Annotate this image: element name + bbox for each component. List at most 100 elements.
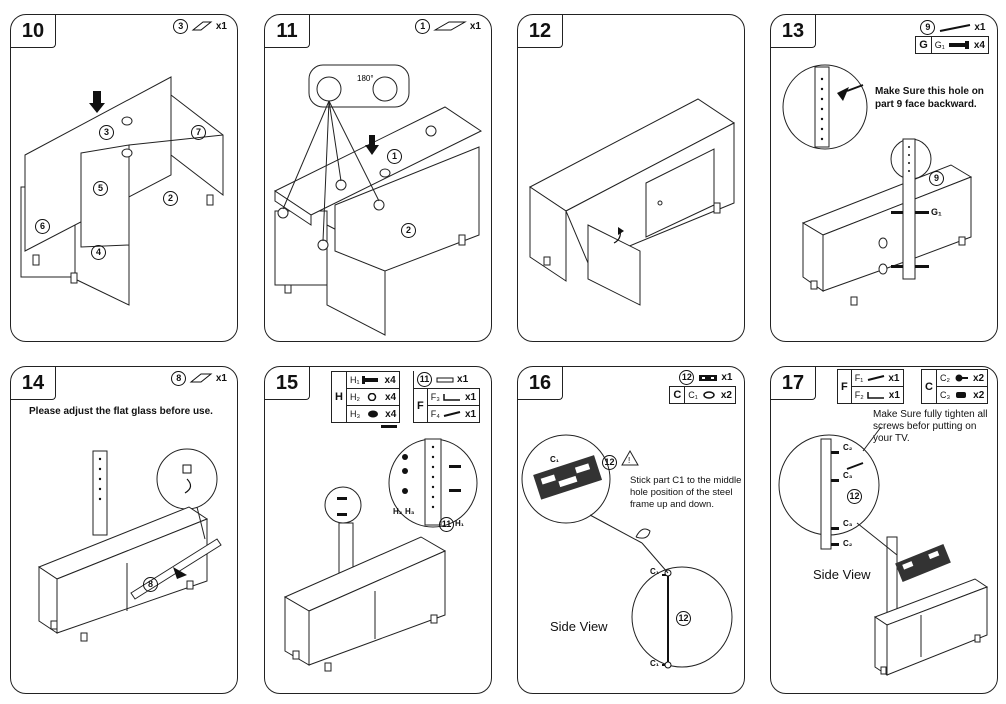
hardware-code: C₃ xyxy=(939,389,951,400)
bracket-icon xyxy=(436,377,454,383)
step-16-panel: 16 12 x1 C C₁ x2 ! C₁ 12 xyxy=(517,366,745,694)
hardware-qty: x2 xyxy=(720,389,732,401)
bolt-icon xyxy=(362,376,379,385)
assembly-drawing: 180° xyxy=(274,64,482,336)
parts-list: 11 x1 F F₃ x1 F₄ x1 xyxy=(412,371,481,423)
step-12-panel: 12 xyxy=(517,14,745,342)
part-callout: 7 xyxy=(191,125,206,140)
step-number: 11 xyxy=(265,15,310,48)
cap-icon xyxy=(955,392,966,399)
part-qty: x1 xyxy=(457,374,469,385)
parts-list: F F₁ x1 F₂ x1 xyxy=(837,369,904,404)
step-number: 10 xyxy=(11,15,56,48)
hardware-callout: C₁ xyxy=(550,455,560,464)
step-11-panel: 11 1 x1 180° xyxy=(264,14,492,342)
hardware-qty: x1 xyxy=(888,372,900,384)
part-label: 11 xyxy=(417,372,432,387)
part-callout: 6 xyxy=(35,219,50,234)
glass-part-icon xyxy=(189,373,213,383)
hardware-code: F₃ xyxy=(430,391,440,402)
hardware-qty: x4 xyxy=(384,391,397,403)
rail-part-icon xyxy=(939,23,971,32)
part-callout: 5 xyxy=(93,181,108,196)
hardware-code: F₂ xyxy=(854,389,864,400)
part-callout: 2 xyxy=(163,191,178,206)
parts-header: 1 x1 xyxy=(415,19,481,34)
parts-list: 12 x1 C C₁ x2 xyxy=(669,369,736,404)
hardware-qty: x4 xyxy=(384,374,396,386)
side-view-label: Side View xyxy=(550,619,608,634)
part-qty: x1 xyxy=(974,22,986,33)
hardware-callout: C₂ xyxy=(843,539,853,548)
knob-icon xyxy=(955,374,969,382)
spacer-icon xyxy=(367,410,378,418)
part-callout: 9 xyxy=(929,171,944,186)
panel-part-icon xyxy=(191,21,213,31)
part-label: 1 xyxy=(415,19,431,34)
wrench-icon xyxy=(867,375,885,382)
parts-header: 3 x1 xyxy=(173,19,227,34)
hardware-code: C₁ xyxy=(688,389,698,400)
step-15-panel: 15 H H₁ x4 H₂ x4 H₃ x4 11 x1 F F₃ x1 F₄ … xyxy=(264,366,492,694)
part-label: 8 xyxy=(171,371,187,386)
group-letter: H xyxy=(331,371,347,423)
part-qty: x1 xyxy=(215,21,227,32)
hardware-qty: x1 xyxy=(464,408,477,420)
group-letter: C xyxy=(669,386,686,404)
assembly-drawing xyxy=(782,64,973,306)
assembly-drawing xyxy=(778,426,989,676)
part-callout: 12 xyxy=(847,489,862,504)
step-number: 13 xyxy=(771,15,816,48)
step-number: 14 xyxy=(11,367,56,400)
hardware-code: G₁ xyxy=(934,39,945,50)
l-key-icon xyxy=(443,394,461,401)
part-callout: 2 xyxy=(401,223,416,238)
hardware-qty: x4 xyxy=(385,408,397,420)
part-label: 12 xyxy=(679,370,695,385)
hardware-qty: x2 xyxy=(973,389,985,401)
part-qty: x1 xyxy=(469,21,481,32)
part-callout: 12 xyxy=(676,611,691,626)
step-number: 12 xyxy=(518,15,563,48)
hardware-callout: C₃ xyxy=(843,471,853,480)
part-qty: x1 xyxy=(215,373,227,384)
hardware-code: H₂ xyxy=(349,391,360,402)
part-label: 3 xyxy=(173,19,189,34)
screw-icon xyxy=(949,41,970,50)
instruction-note: Make Sure this hole on part 9 face backw… xyxy=(875,86,984,110)
part-callout: 12 xyxy=(602,455,617,470)
hardware-callout: C₂ xyxy=(843,443,853,452)
hardware-callout: G₁ xyxy=(931,207,942,217)
hardware-qty: x2 xyxy=(972,372,985,384)
part-callout: 1 xyxy=(387,149,402,164)
parts-list: C C₂ x2 C₃ x2 xyxy=(921,369,989,404)
part-callout: 11 xyxy=(439,517,454,532)
hardware-code: F₁ xyxy=(854,372,864,383)
wrench-icon xyxy=(444,411,461,418)
step-number: 17 xyxy=(771,367,816,400)
hardware-code: H₃ xyxy=(349,408,361,419)
parts-list: 9 x1 G G₁ x4 xyxy=(915,19,990,54)
hardware-callout: H₂ xyxy=(393,507,403,516)
washer-icon xyxy=(368,393,377,402)
side-view-label: Side View xyxy=(813,567,871,582)
step-10-panel: 10 3 x1 3 7 5 2 6 4 xyxy=(10,14,238,342)
l-key-icon xyxy=(867,392,885,399)
hardware-code: H₁ xyxy=(349,374,360,385)
part-callout: 4 xyxy=(91,245,106,260)
instruction-note: Stick part C1 to the middle hole positio… xyxy=(630,475,742,510)
bracket-icon xyxy=(698,374,717,381)
hardware-qty: x1 xyxy=(464,391,477,403)
step-number: 16 xyxy=(518,367,563,400)
rotation-label: 180° xyxy=(357,74,374,83)
part-label: 9 xyxy=(920,20,936,35)
part-callout: 8 xyxy=(143,577,158,592)
svg-text:!: ! xyxy=(628,456,630,465)
assembly-drawing xyxy=(529,98,735,306)
instruction-note: Please adjust the flat glass before use. xyxy=(29,406,213,417)
parts-list: H H₁ x4 H₂ x4 H₃ x4 xyxy=(331,371,401,423)
hardware-qty: x4 xyxy=(973,39,985,51)
hardware-qty: x1 xyxy=(888,389,900,401)
step-17-panel: 17 F F₁ x1 F₂ x1 C C₂ x2 C₃ x2 Make Sure… xyxy=(770,366,998,694)
hardware-code: F₄ xyxy=(430,408,440,419)
